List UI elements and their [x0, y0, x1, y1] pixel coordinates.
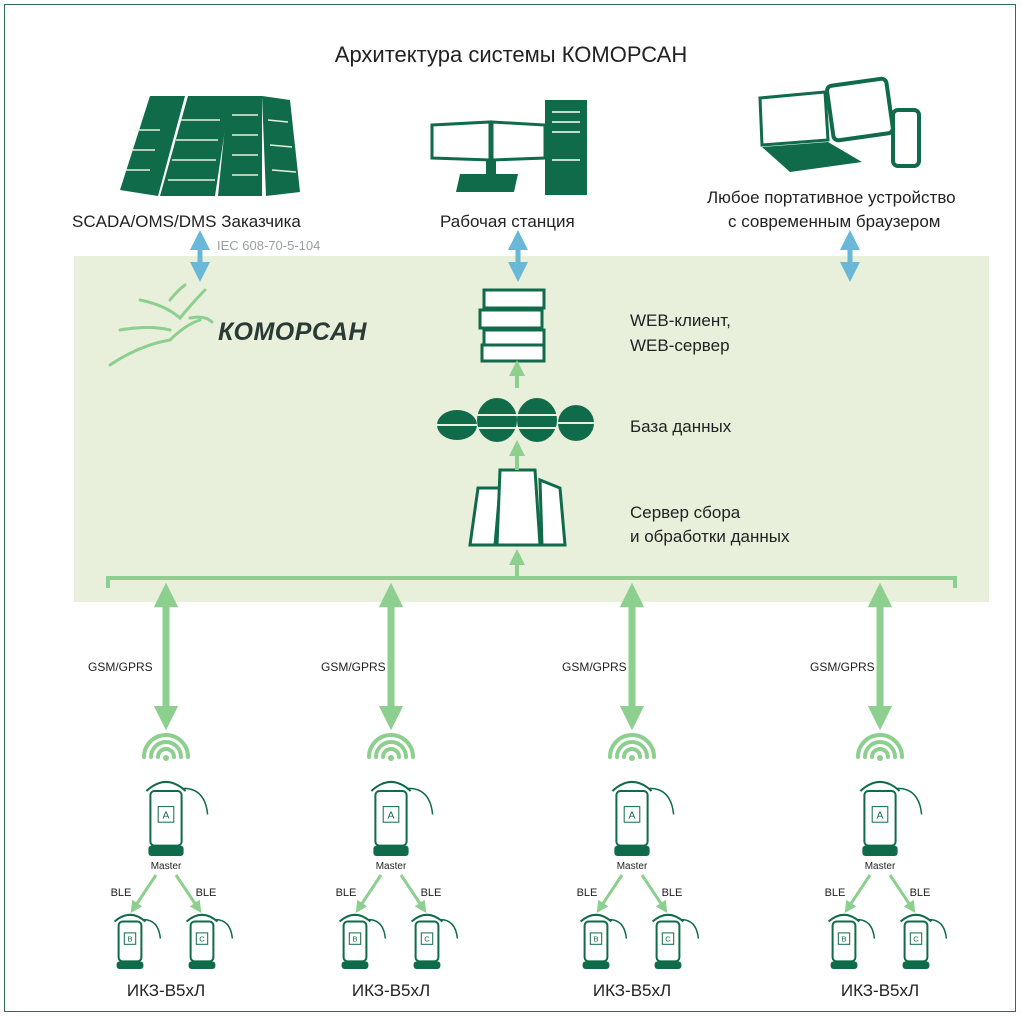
data-bus: [106, 576, 957, 588]
komorsan-deer-logo: [108, 283, 214, 367]
ble-link-arrow: [355, 874, 383, 913]
ble-label: BLE: [577, 887, 598, 899]
sensor-letter: C: [913, 934, 919, 943]
web-label-line1: WEB-клиент,: [630, 311, 731, 330]
workstation-label: Рабочая станция: [440, 212, 575, 231]
scada-label: SCADA/OMS/DMS Заказчика: [72, 212, 301, 231]
ble-link-arrow: [596, 874, 624, 913]
ble-label: BLE: [421, 887, 442, 899]
portable-devices-icon: [758, 76, 921, 172]
sensor-letter: A: [877, 810, 884, 821]
collection-label-line2: и обработки данных: [630, 527, 790, 546]
collection-server-icon: [468, 468, 567, 547]
sensor-letter: B: [127, 934, 132, 943]
sensor-letter: B: [841, 934, 846, 943]
master-sensor-icon: A: [145, 780, 209, 856]
slave-sensor-icon: C: [651, 913, 700, 969]
slave-sensor-icon: B: [827, 913, 876, 969]
device-name-label: ИКЗ-В5хЛ: [840, 981, 920, 1000]
database-label: База данных: [630, 417, 732, 436]
sensor-letter: C: [199, 934, 205, 943]
diagram-title: Архитектура системы КОМОРСАН: [334, 42, 688, 67]
gsm-arrows: [153, 582, 893, 731]
wireless-signal-icon: [367, 733, 415, 761]
sensor-letter: C: [665, 934, 671, 943]
slave-sensor-icon: B: [338, 913, 387, 969]
slave-sensor-icon: B: [113, 913, 162, 969]
ble-label: BLE: [111, 887, 132, 899]
collection-label-line1: Сервер сбора: [630, 503, 741, 522]
wireless-signal-icon: [856, 733, 904, 761]
iec-protocol-label: IEC 608-70-5-104: [217, 238, 321, 253]
master-sensor-icon: A: [859, 780, 923, 856]
slave-sensor-icon: B: [579, 913, 628, 969]
ble-label: BLE: [336, 887, 357, 899]
master-label: Master: [151, 861, 182, 872]
ble-link-arrow: [640, 874, 668, 913]
gsm-label-3: GSM/GPRS: [562, 660, 627, 674]
web-server-icon: [478, 288, 546, 363]
sensor-letter: B: [352, 934, 357, 943]
client-arrows: [190, 230, 860, 282]
database-icon: [437, 398, 594, 442]
master-sensor-icon: A: [370, 780, 434, 856]
device-name-label: ИКЗ-В5хЛ: [126, 981, 206, 1000]
ble-link-arrow: [888, 874, 916, 913]
device-name-label: ИКЗ-В5хЛ: [592, 981, 672, 1000]
portable-label-line2: с современным браузером: [728, 212, 941, 231]
gsm-label-4: GSM/GPRS: [810, 660, 875, 674]
portable-label-line1: Любое портативное устройство: [707, 188, 956, 207]
slave-sensor-icon: C: [899, 913, 948, 969]
ble-label: BLE: [662, 887, 683, 899]
ble-label: BLE: [825, 887, 846, 899]
sensor-letter: A: [163, 810, 170, 821]
ble-link-arrow: [399, 874, 427, 913]
ble-link-arrow: [174, 874, 202, 913]
sensor-letter: C: [424, 934, 430, 943]
slave-sensor-icon: C: [185, 913, 234, 969]
device-name-label: ИКЗ-В5хЛ: [351, 981, 431, 1000]
wireless-signal-icon: [142, 733, 190, 761]
komorsan-brand-name: КОМОРСАН: [218, 318, 367, 346]
wireless-signal-icon: [608, 733, 656, 761]
sensor-letter: B: [593, 934, 598, 943]
sensor-letter: A: [388, 810, 395, 821]
gsm-label-1: GSM/GPRS: [88, 660, 153, 674]
gsm-label-2: GSM/GPRS: [321, 660, 386, 674]
workstation-icon: [430, 100, 587, 195]
ble-label: BLE: [910, 887, 931, 899]
diagram-frame: [4, 4, 1016, 1012]
sensor-letter: A: [629, 810, 636, 821]
ble-label: BLE: [196, 887, 217, 899]
scada-servers-icon: [120, 96, 300, 196]
master-label: Master: [376, 861, 407, 872]
slave-sensor-icon: C: [410, 913, 459, 969]
ble-link-arrow: [130, 874, 158, 913]
master-sensor-icon: A: [611, 780, 675, 856]
master-label: Master: [617, 861, 648, 872]
web-label-line2: WEB-сервер: [630, 336, 730, 355]
master-label: Master: [865, 861, 896, 872]
ble-link-arrow: [844, 874, 872, 913]
